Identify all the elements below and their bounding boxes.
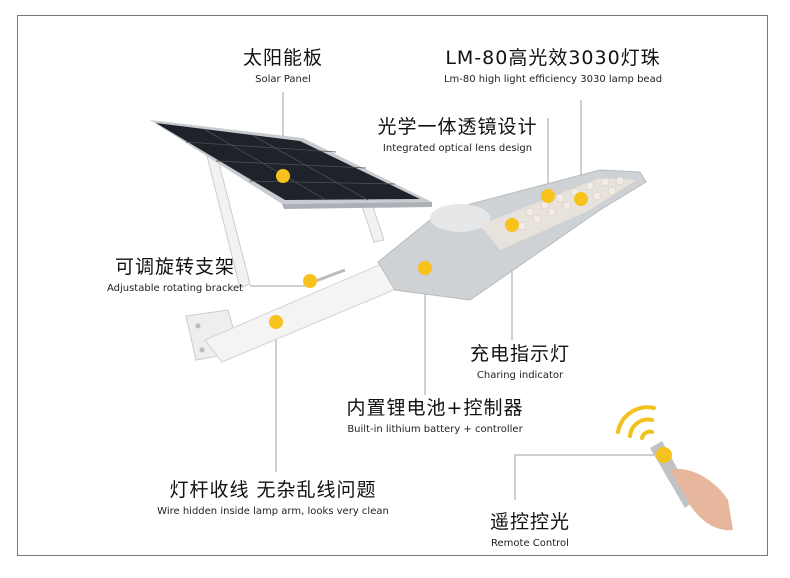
label-wire: 灯杆收线 无杂乱线问题 Wire hidden inside lamp arm,… [138,479,408,519]
label-battery: 内置锂电池+控制器 Built-in lithium battery + con… [330,397,540,437]
bracket-subtitle: Adjustable rotating bracket [106,283,244,294]
wire-title: 灯杆收线 无杂乱线问题 [169,479,377,501]
callout-dots [269,169,672,463]
solar-panel-title: 太阳能板 [242,47,323,69]
bracket-title: 可调旋转支架 [114,256,235,278]
remote-title: 遥控控光 [489,511,570,533]
battery-subtitle: Built-in lithium battery + controller [347,424,523,435]
remote-subtitle: Remote Control [491,538,569,549]
solar-panel-subtitle: Solar Panel [255,74,311,85]
charging-title: 充电指示灯 [469,343,570,365]
label-solar-panel: 太阳能板 Solar Panel [228,47,338,87]
wire-subtitle: Wire hidden inside lamp arm, looks very … [157,506,389,517]
remote-control-hand [616,405,733,531]
label-led-bead: LM-80高光效3030灯珠 Lm-80 high light efficien… [418,47,688,87]
optical-lens-title: 光学一体透镜设计 [377,116,538,138]
battery-title: 内置锂电池+控制器 [346,397,524,419]
label-optical-lens: 光学一体透镜设计 Integrated optical lens design [360,116,555,156]
optical-lens-subtitle: Integrated optical lens design [382,143,533,154]
label-charging-indicator: 充电指示灯 Charing indicator [455,343,585,383]
led-bead-subtitle: Lm-80 high light efficiency 3030 lamp be… [443,74,663,85]
led-bead-title: LM-80高光效3030灯珠 [445,47,661,69]
label-bracket: 可调旋转支架 Adjustable rotating bracket [95,256,255,296]
charging-subtitle: Charing indicator [476,370,564,381]
label-remote-control: 遥控控光 Remote Control [475,511,585,551]
solar-panel-graphic [150,120,432,209]
image-frame [17,15,768,556]
